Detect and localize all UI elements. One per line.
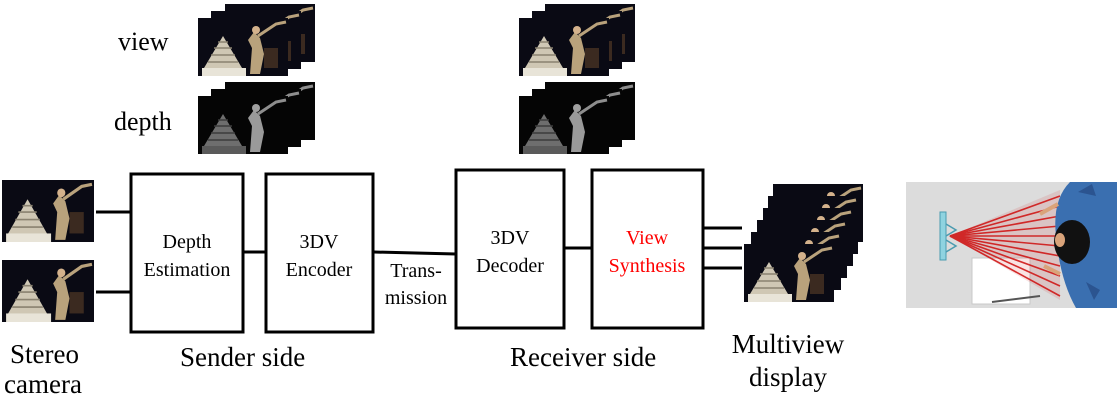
- stereo-camera-frames: [2, 180, 94, 322]
- transmission-label-line2: mission: [385, 287, 447, 309]
- camera-frame-icon: [2, 260, 94, 322]
- stereo-camera-label-line2: camera: [4, 369, 82, 396]
- viewer-topdown-icon: [906, 182, 1117, 308]
- view-frame-icon: [517, 16, 611, 78]
- view-frame-icon: [196, 16, 290, 78]
- depth-estimation-block: Depth Estimation: [129, 172, 245, 334]
- depth-map-icon: [517, 94, 611, 156]
- sender-side-label: Sender side: [180, 342, 305, 372]
- multiview-frame-stack: [742, 182, 865, 304]
- view-synthesis-label-line1: View: [626, 227, 669, 249]
- depth-estimation-label-line2: Estimation: [144, 259, 231, 281]
- view-frame-icon: [742, 242, 836, 304]
- view-label: view: [118, 27, 169, 56]
- decoder-label-line1: 3DV: [491, 227, 530, 249]
- receiver-depth-stack: [517, 80, 637, 156]
- depth-estimation-label-line1: Depth: [163, 231, 212, 253]
- sender-view-stack: [196, 2, 317, 78]
- sender-depth-stack: [196, 80, 317, 156]
- view-synthesis-block: View Synthesis: [590, 168, 705, 330]
- multiview-display-label-line2: display: [749, 362, 827, 392]
- view-synthesis-label-line2: Synthesis: [609, 255, 686, 277]
- depth-label: depth: [114, 107, 172, 136]
- receiver-side-label: Receiver side: [510, 342, 656, 372]
- transmission-label-line1: Trans-: [390, 260, 442, 282]
- connectors: [96, 210, 742, 294]
- decoder-block: 3DV Decoder: [454, 168, 566, 330]
- encoder-block: 3DV Encoder: [264, 172, 375, 334]
- encoder-label-line2: Encoder: [286, 259, 353, 281]
- depth-map-icon: [196, 94, 290, 156]
- multiview-display-label-line1: Multiview: [732, 329, 845, 359]
- decoder-label-line2: Decoder: [476, 255, 544, 277]
- camera-frame-icon: [2, 180, 94, 242]
- encoder-label-line1: 3DV: [300, 231, 339, 253]
- stereo-camera-label-line1: Stereo: [10, 339, 79, 369]
- receiver-view-stack: [517, 2, 637, 78]
